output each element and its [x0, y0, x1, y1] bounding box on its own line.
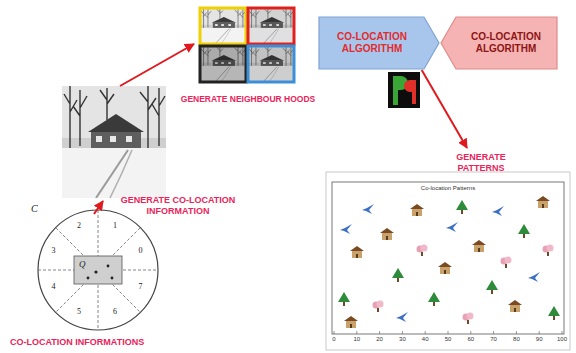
sector-number: 2	[76, 221, 82, 231]
axis-tick: 0	[325, 336, 343, 343]
figure-node: CO-LOCATION INFORMATIONS	[4, 200, 194, 350]
axis-tick: 60	[462, 336, 480, 343]
axis-tick: 40	[416, 336, 434, 343]
plot-title: Co-location Patterns	[388, 185, 508, 192]
figure-node: GENERATE NEIGHBOUR HOODS	[176, 4, 320, 106]
arrow-outline	[319, 17, 439, 69]
symbol-label: C	[30, 203, 39, 215]
symbol-label: Q	[79, 259, 86, 270]
sector-number: 0	[137, 246, 143, 256]
box-label: CO-LOCATION ALGORITHM	[330, 31, 414, 55]
sector-number: 1	[112, 221, 118, 231]
flow-arrows	[94, 44, 194, 214]
axis-tick: 50	[439, 336, 457, 343]
flow-arrow	[422, 70, 467, 148]
step-label: GENERATE CO-LOCATION INFORMATION	[116, 195, 240, 217]
box-label: CO-LOCATION ALGORITHM	[464, 31, 548, 55]
co-location-circle	[38, 210, 158, 330]
figure-node: GENERATE PATTERNS	[322, 148, 572, 350]
pattern-plot	[326, 172, 570, 350]
snow-house-photo	[62, 86, 166, 198]
sector-number: 5	[76, 307, 82, 317]
axis-tick: 70	[485, 336, 503, 343]
algorithm-arrow-box: CO-LOCATION ALGORITHM	[318, 16, 440, 70]
axis-tick: 80	[507, 336, 525, 343]
arrow-outline	[441, 17, 557, 69]
p-icon	[388, 72, 420, 108]
axis-tick: 10	[348, 336, 366, 343]
axis-tick: 90	[530, 336, 548, 343]
axis-tick: 30	[393, 336, 411, 343]
figure-caption: GENERATE NEIGHBOUR HOODS	[176, 94, 320, 104]
sector-number: 3	[51, 246, 57, 256]
sector-number: 6	[112, 307, 118, 317]
sector-number: 7	[137, 282, 143, 292]
axis-tick: 20	[371, 336, 389, 343]
figure-caption: CO-LOCATION INFORMATIONS	[10, 337, 144, 348]
algorithm-arrow-box: CO-LOCATION ALGORITHM	[440, 16, 558, 70]
neighbourhood-grid	[200, 8, 294, 82]
sector-number: 4	[51, 282, 57, 292]
axis-tick: 100	[553, 336, 571, 343]
figure-caption: GENERATE PATTERNS	[444, 152, 518, 174]
